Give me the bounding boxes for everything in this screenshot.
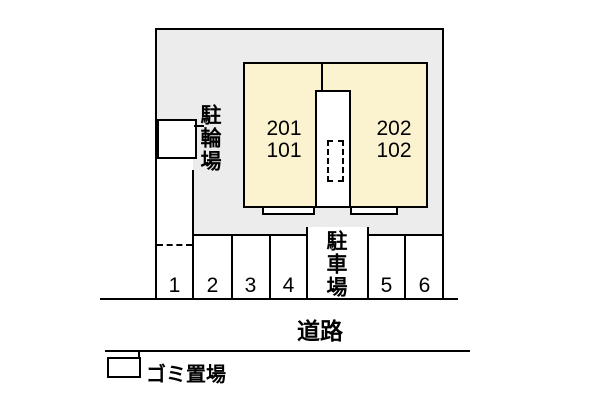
road-boundary-line-top <box>100 298 458 300</box>
parking-space-1-label: 1 <box>168 274 181 297</box>
parking-strip <box>157 235 442 298</box>
stairwell <box>315 90 351 208</box>
parking-divider-2-3 <box>231 235 233 298</box>
unit-lower-number: 101 <box>266 139 302 162</box>
parking-divider-3-4 <box>269 235 271 298</box>
parking-divider-4-label <box>306 227 308 298</box>
parking-space-4-label: 4 <box>282 274 295 297</box>
unit-lower-number: 102 <box>376 139 412 162</box>
parking-space-6-label: 6 <box>418 274 431 297</box>
parking-space-5-label: 5 <box>380 274 393 297</box>
bicycle-label-leader-line <box>194 125 204 127</box>
unit-upper-number: 202 <box>376 117 412 140</box>
garbage-area-label: ゴミ置場 <box>146 364 226 386</box>
unit-201-101-label: 201 101 <box>249 118 319 162</box>
parking-lot-label: 駐車場 <box>324 230 347 299</box>
garbage-area-connector-line <box>138 351 140 358</box>
parking-space-2-label: 2 <box>206 274 219 297</box>
road-boundary-line-bottom <box>105 350 470 352</box>
entrance-porch-left <box>262 206 315 215</box>
bicycle-parking-area <box>157 119 197 159</box>
space-1-dashed-line <box>157 244 192 246</box>
entrance-door-dashed-outline <box>327 140 344 182</box>
entrance-porch-right <box>350 206 398 215</box>
parking-divider-label-5 <box>367 227 369 298</box>
parking-label-column <box>307 227 368 236</box>
bicycle-parking-label: 駐輪場 <box>198 104 221 173</box>
building-top-divider-line <box>321 62 323 91</box>
parking-top-line-left <box>192 234 307 236</box>
garbage-area-box <box>107 357 141 378</box>
unit-202-102-label: 202 102 <box>359 118 429 162</box>
parking-divider-5-6 <box>404 235 406 298</box>
road-label: 道路 <box>297 318 343 344</box>
unit-upper-number: 201 <box>266 117 302 140</box>
parking-space-3-label: 3 <box>244 274 257 297</box>
